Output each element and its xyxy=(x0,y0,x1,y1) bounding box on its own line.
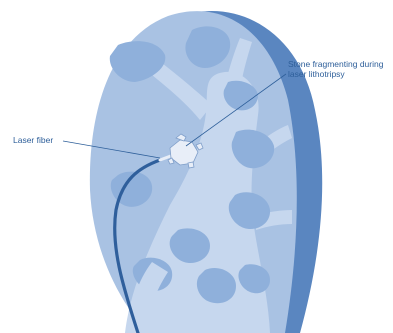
stone-fragmenting-label: Stone fragmenting during laser lithotrip… xyxy=(288,59,393,79)
stone-label-line-2: laser lithotripsy xyxy=(288,69,393,79)
laser-fiber-label: Laser fiber xyxy=(13,135,53,145)
stone-label-line-1: Stone fragmenting during xyxy=(288,59,393,69)
